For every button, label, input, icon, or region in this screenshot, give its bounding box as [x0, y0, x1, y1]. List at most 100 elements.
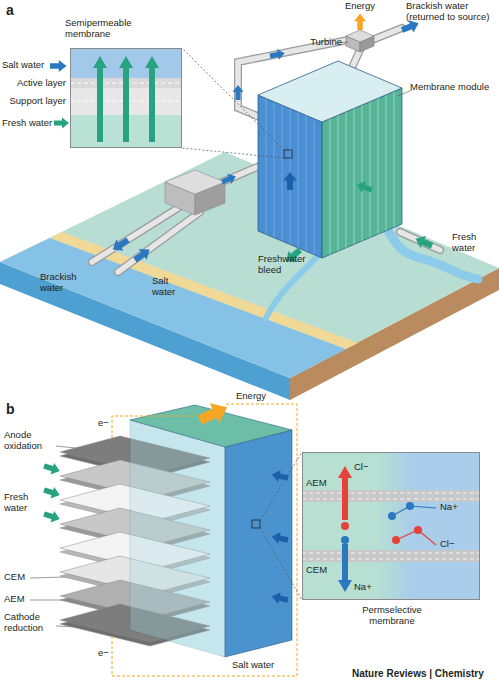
energy-arrow: [195, 397, 231, 430]
inset-leader: [284, 150, 292, 158]
permselective-inset: [302, 452, 480, 600]
fresh-water-arrow: [42, 460, 61, 525]
ground-slab: [0, 152, 499, 378]
pump-box: [165, 170, 225, 194]
turbine: [346, 30, 374, 42]
stack-block: [130, 405, 292, 657]
fresh-water-arrow: [413, 233, 435, 252]
flow-label: Brackish water: [40, 272, 84, 293]
energy-label: Energy: [236, 391, 266, 402]
flow-label: Fresh water: [452, 232, 492, 253]
membrane-label: AEM: [306, 478, 327, 489]
stack-block: [130, 420, 225, 657]
pump-box: [165, 170, 225, 215]
fresh-water-arrow: [354, 179, 374, 196]
membrane-inset: [50, 60, 67, 72]
permselective-inset: [338, 466, 352, 520]
salt-water-arrow: [220, 171, 238, 187]
inset-leader: [182, 48, 292, 158]
layer-label: Support layer: [2, 96, 66, 107]
flow-label: Salt water: [2, 60, 44, 71]
permselective-inset: [341, 522, 349, 530]
membrane-module: [258, 95, 322, 258]
membrane-inset: [50, 48, 182, 148]
salt-water-arrow: [271, 469, 290, 484]
circuit-wire: [112, 404, 297, 676]
membrane-inset: [93, 56, 159, 142]
ion-label: Cl−: [354, 462, 369, 473]
flow-label: Salt water: [232, 660, 274, 671]
membrane-plates: [266, 91, 394, 254]
part-label: CEM: [4, 572, 25, 583]
journal-credit: Nature Reviews | Chemistry: [352, 668, 484, 679]
inset-panel: Permselective membrane: [302, 452, 480, 600]
circuit-wire: [112, 404, 297, 676]
ground-slab: [0, 152, 499, 400]
permselective-inset: [302, 452, 480, 600]
energy-label: Energy: [338, 1, 382, 12]
electron-label: e−: [98, 648, 109, 659]
permselective-inset: [302, 493, 480, 559]
salt-water-arrow: [233, 85, 244, 100]
permselective-inset: [302, 490, 480, 502]
fresh-water-arrow: [42, 484, 61, 501]
permselective-inset: [388, 512, 396, 520]
stack-block: [130, 420, 225, 657]
membrane-inset: [54, 118, 69, 129]
turbine: [346, 30, 374, 52]
stack-block: [225, 430, 292, 657]
flow-label: Salt water: [152, 276, 182, 297]
electron-label: e−: [98, 418, 109, 429]
circuit-wire: [112, 416, 196, 438]
part-label: AEM: [4, 594, 25, 605]
panel-letter: a: [6, 3, 14, 19]
energy-arrow: [354, 14, 366, 31]
inset-heading: Semipermeable membrane: [65, 18, 145, 39]
inset-leader: [260, 452, 302, 600]
fresh-water-arrow: [42, 508, 61, 525]
part-label: Cathode reduction: [4, 612, 56, 633]
flow-label: Fresh water: [4, 492, 40, 513]
salt-water-arrow: [271, 469, 290, 606]
permselective-inset: [341, 536, 349, 544]
membrane-label: CEM: [306, 565, 327, 576]
salt-water-arrow: [283, 172, 296, 190]
flow-label: Brackish water (returned to source): [406, 1, 498, 22]
ion-label: Na+: [354, 582, 372, 593]
inset-leader: [252, 520, 260, 528]
salt-water-arrow: [131, 244, 153, 265]
fresh-water-arrow: [42, 460, 61, 477]
inset-heading: Permselective membrane: [347, 605, 437, 626]
permselective-inset: [338, 544, 352, 592]
membrane-module: [258, 61, 402, 122]
salt-water-arrow: [271, 531, 290, 546]
part-label: Membrane module: [410, 82, 489, 93]
ion-label: Na+: [440, 502, 458, 513]
salt-water-arrow: [271, 591, 290, 606]
panel-letter: b: [6, 402, 15, 418]
membrane-plates: [266, 98, 314, 254]
layer-label: Active layer: [2, 78, 66, 89]
permselective-inset: [392, 536, 400, 544]
salt-water-arrow: [269, 48, 286, 62]
inset-leader: [182, 48, 284, 158]
permselective-inset: [406, 502, 414, 510]
inset-panel: Semipermeable membrane: [70, 48, 182, 148]
flow-label: Freshwater bleed: [258, 254, 310, 275]
ground-slab: [0, 238, 346, 378]
part-label: Turbine: [290, 37, 342, 48]
permselective-inset: [414, 526, 422, 534]
inset-leader: [252, 452, 302, 600]
membrane-module: [258, 61, 402, 258]
stack-block: [130, 420, 225, 657]
label-leader: [336, 42, 412, 96]
salt-water-arrow: [109, 234, 131, 255]
energy-arrow: [354, 14, 366, 31]
energy-arrow: [195, 397, 231, 430]
permselective-inset: [302, 550, 480, 562]
permselective-inset: [392, 506, 436, 516]
ion-label: Cl−: [440, 539, 455, 550]
part-label: Anode oxidation: [4, 430, 56, 451]
